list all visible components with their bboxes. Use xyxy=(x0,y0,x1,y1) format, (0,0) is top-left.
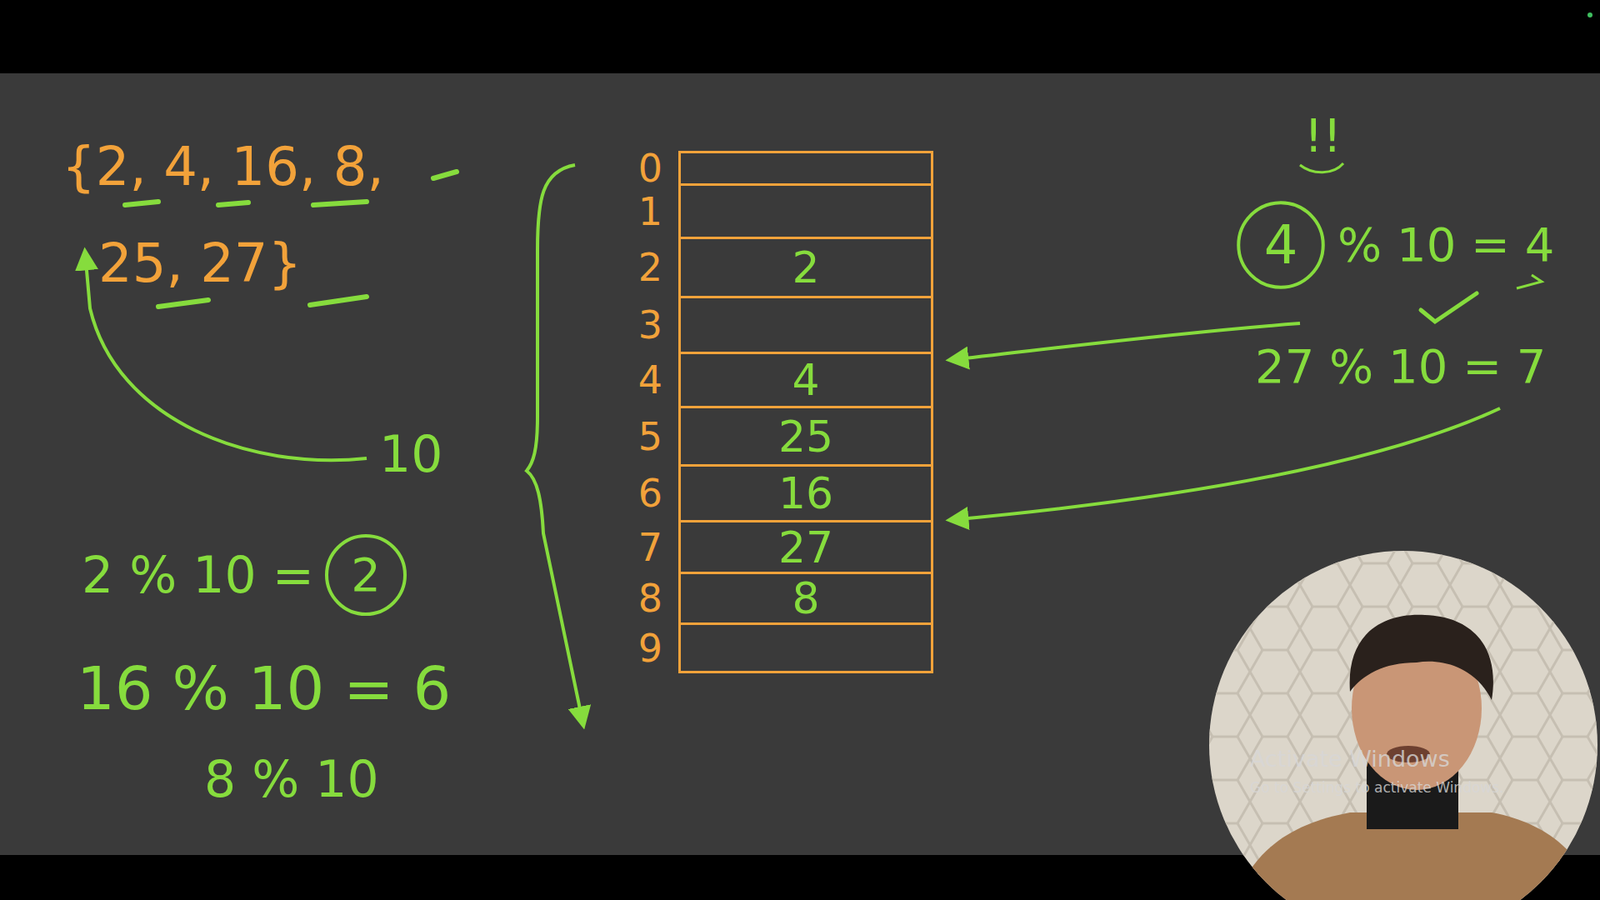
hash-expression: 27 % 10 = 7 xyxy=(1255,343,1546,390)
pointer-arrow xyxy=(950,323,1300,360)
slot-index: 3 xyxy=(625,305,663,345)
emphasis-mark xyxy=(1516,275,1542,289)
table-slot: 88 xyxy=(678,571,934,623)
table-size: 10 xyxy=(379,429,443,480)
slot-value: 2 xyxy=(791,245,820,290)
circle-outline xyxy=(1238,202,1324,288)
table-slot: 727 xyxy=(678,520,934,572)
hash-expression: 16 % 10 = 6 xyxy=(76,658,451,719)
slot-value: 25 xyxy=(778,415,834,459)
set-text: {2, 4, 16, 8, xyxy=(61,140,385,194)
set-text: 25, 27} xyxy=(98,236,302,290)
slot-value: 8 xyxy=(791,576,820,620)
pointer-arrow xyxy=(950,408,1500,520)
slot-value: 16 xyxy=(778,471,834,515)
hash-expression: % 10 = 4 xyxy=(1337,221,1555,269)
webcam-inset xyxy=(1200,541,1600,900)
top-bar xyxy=(0,0,1600,74)
brace xyxy=(526,165,584,725)
slot-value: 27 xyxy=(778,525,834,570)
watermark: Activate Windows xyxy=(1250,747,1450,770)
circled-value: 2 xyxy=(324,533,408,617)
slot-index: 9 xyxy=(625,629,663,668)
slot-index: 0 xyxy=(625,149,663,188)
table-slot: 616 xyxy=(678,464,934,520)
circled-value: 4 xyxy=(1235,200,1326,290)
table-slot: 44 xyxy=(678,351,934,406)
table-slot: 3 xyxy=(678,295,934,352)
watermark: Go to Settings to activate Windows. xyxy=(1250,780,1505,795)
hash-expression: 2 % 10 = xyxy=(81,550,315,600)
table-slot: 1 xyxy=(678,183,934,237)
slot-index: 5 xyxy=(625,417,663,456)
slot-index: 4 xyxy=(625,360,663,400)
table-slot: 22 xyxy=(678,236,934,296)
circled-number: 2 xyxy=(350,551,381,599)
slot-index: 8 xyxy=(625,579,663,618)
slot-value: 4 xyxy=(791,358,820,402)
hash-expression: 8 % 10 xyxy=(204,754,380,805)
check-mark xyxy=(1420,293,1477,322)
slot-index: 6 xyxy=(625,474,663,513)
emphasis-mark xyxy=(1300,163,1344,173)
table-slot: 525 xyxy=(678,405,934,465)
slot-index: 1 xyxy=(625,192,663,231)
table-slot: 9 xyxy=(678,622,934,674)
emphasis-note: !! xyxy=(1304,112,1342,160)
slot-index: 7 xyxy=(625,528,663,567)
slot-index: 2 xyxy=(625,248,663,287)
circled-number: 4 xyxy=(1264,218,1299,272)
table-slot: 0 xyxy=(678,150,934,184)
status-dot xyxy=(1587,12,1593,18)
circle-outline xyxy=(326,535,405,615)
